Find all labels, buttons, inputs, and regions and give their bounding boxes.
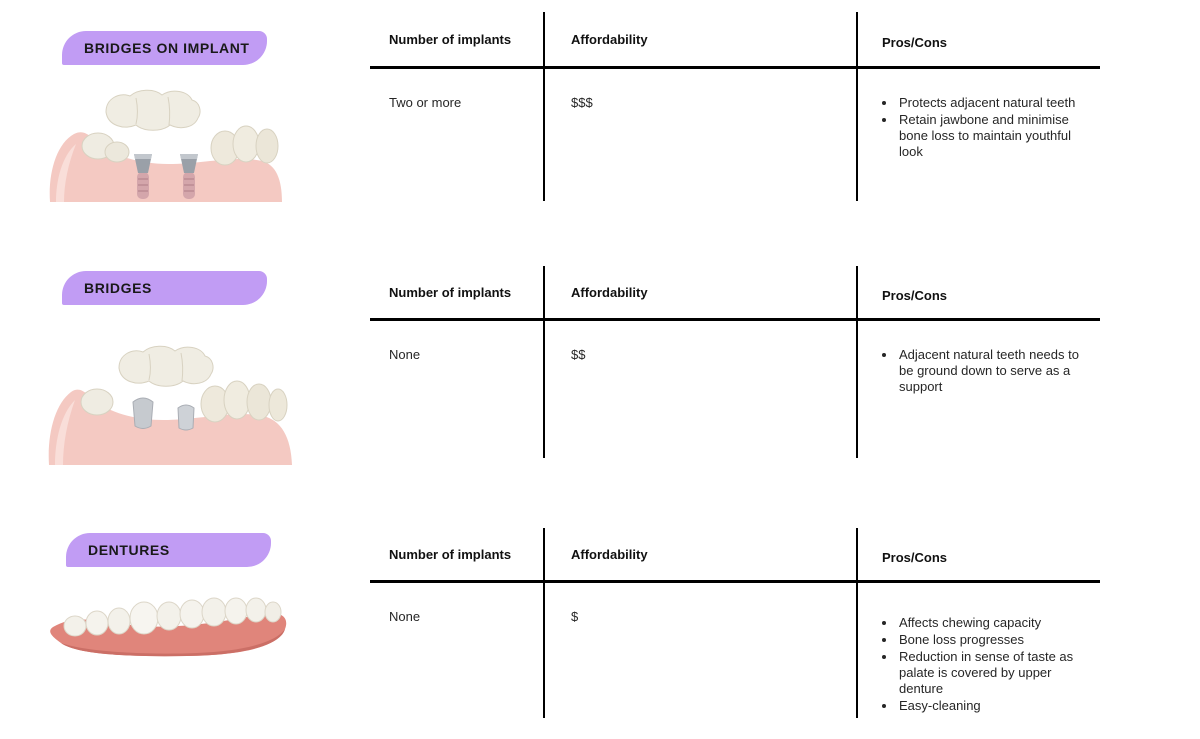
pros-cons-item: Reduction in sense of taste as palate is…: [897, 649, 1096, 697]
pros-cons-list: Affects chewing capacityBone loss progre…: [882, 615, 1096, 714]
pros-cons-cell: Affects chewing capacityBone loss progre…: [858, 583, 1100, 718]
header-pros-cons: Pros/Cons: [882, 35, 948, 50]
section-label: BRIDGES ON IMPLANT: [84, 40, 250, 56]
bridges-on-implant-illustration: [49, 89, 283, 202]
pros-cons-item: Easy-cleaning: [897, 698, 1096, 714]
section-label: BRIDGES: [84, 280, 152, 296]
pros-cons-item: Protects adjacent natural teeth: [897, 95, 1096, 111]
header-affordability: Affordability: [543, 12, 858, 66]
pros-cons-list: Protects adjacent natural teethRetain ja…: [882, 95, 1096, 160]
table-header-row: Number of implants Affordability Pros/Co…: [370, 528, 1100, 583]
table-header-row: Number of implants Affordability Pros/Co…: [370, 266, 1100, 321]
table-header-row: Number of implants Affordability Pros/Co…: [370, 12, 1100, 69]
section-label: DENTURES: [88, 542, 170, 558]
comparison-table: Number of implants Affordability Pros/Co…: [370, 528, 1100, 718]
comparison-table: Number of implants Affordability Pros/Co…: [370, 266, 1100, 458]
dentures-illustration: [50, 597, 287, 657]
pros-cons-cell: Protects adjacent natural teethRetain ja…: [858, 69, 1100, 201]
affordability-value: $$$: [543, 69, 858, 201]
header-pros-cons: Pros/Cons: [882, 550, 948, 565]
header-number-of-implants: Number of implants: [389, 31, 512, 47]
section-label-badge: BRIDGES: [62, 271, 267, 305]
pros-cons-cell: Adjacent natural teeth needs to be groun…: [858, 321, 1100, 458]
pros-cons-item: Adjacent natural teeth needs to be groun…: [897, 347, 1096, 395]
comparison-table: Number of implants Affordability Pros/Co…: [370, 12, 1100, 201]
header-number-of-implants: Number of implants: [389, 284, 512, 300]
pros-cons-list: Adjacent natural teeth needs to be groun…: [882, 347, 1096, 395]
table-row: None $ Affects chewing capacityBone loss…: [370, 583, 1100, 718]
pros-cons-item: Affects chewing capacity: [897, 615, 1096, 631]
affordability-value: $: [543, 583, 858, 718]
header-number-of-implants: Number of implants: [389, 546, 512, 562]
table-row: None $$ Adjacent natural teeth needs to …: [370, 321, 1100, 458]
table-row: Two or more $$$ Protects adjacent natura…: [370, 69, 1100, 201]
implants-value: Two or more: [389, 95, 462, 110]
bridges-illustration: [48, 345, 292, 465]
header-pros-cons: Pros/Cons: [882, 288, 948, 303]
implants-value: None: [389, 347, 421, 362]
header-affordability: Affordability: [543, 528, 858, 580]
implants-value: None: [389, 609, 421, 624]
section-label-badge: DENTURES: [66, 533, 271, 567]
pros-cons-item: Retain jawbone and minimise bone loss to…: [897, 112, 1096, 160]
pros-cons-item: Bone loss progresses: [897, 632, 1096, 648]
affordability-value: $$: [543, 321, 858, 458]
header-affordability: Affordability: [543, 266, 858, 318]
section-label-badge: BRIDGES ON IMPLANT: [62, 31, 267, 65]
